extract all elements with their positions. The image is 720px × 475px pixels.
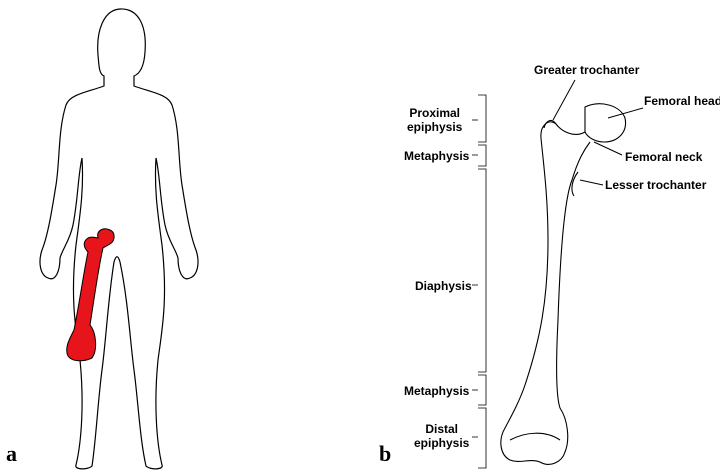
femoral-neck-label: Femoral neck xyxy=(625,150,702,164)
panel-a-label: a xyxy=(6,441,17,467)
proximal-epiphysis-label: Proximal epiphysis xyxy=(407,106,462,134)
metaphysis-upper-label: Metaphysis xyxy=(404,149,469,163)
panel-b-label: b xyxy=(379,441,391,467)
human-body-outline xyxy=(40,9,198,469)
distal-epiphysis-line1: Distal xyxy=(414,422,469,436)
distal-epiphysis-label: Distal epiphysis xyxy=(414,422,469,450)
lesser-trochanter-label: Lesser trochanter xyxy=(605,178,706,192)
region-brackets xyxy=(472,95,486,468)
proximal-epiphysis-line1: Proximal xyxy=(407,106,462,120)
distal-epiphysis-line2: epiphysis xyxy=(414,436,469,450)
proximal-epiphysis-line2: epiphysis xyxy=(407,120,462,134)
femoral-head-label: Femoral head xyxy=(644,94,720,108)
greater-trochanter-label: Greater trochanter xyxy=(534,63,639,77)
diaphysis-label: Diaphysis xyxy=(415,279,472,293)
femur-outline xyxy=(501,104,626,465)
metaphysis-lower-label: Metaphysis xyxy=(404,384,469,398)
